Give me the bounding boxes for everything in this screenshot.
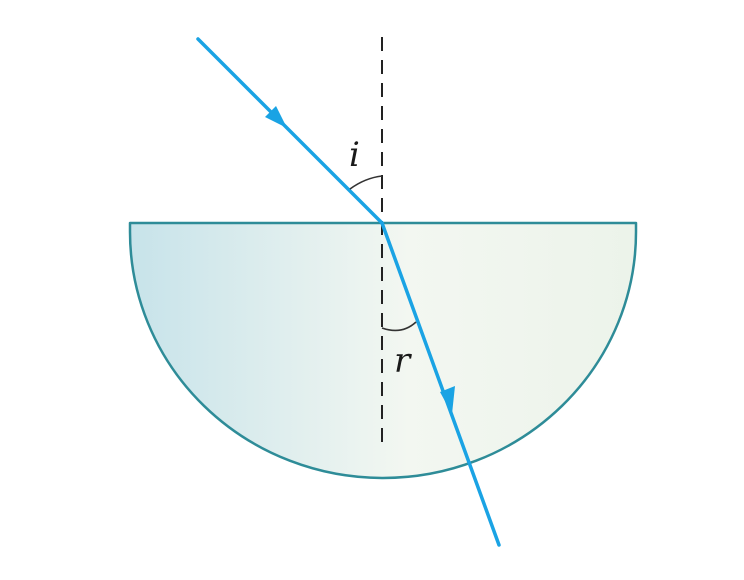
arrowhead-icon [440,386,455,414]
incident-ray [196,37,384,225]
incidence-angle-arc [349,175,383,190]
semicircular-block [128,221,638,480]
refracted-ray [380,221,501,547]
incidence-angle-label: i [349,135,360,175]
refraction-angle-label: r [394,341,412,381]
arrowhead-icon [265,106,287,128]
refraction-angle-arc [381,321,417,332]
